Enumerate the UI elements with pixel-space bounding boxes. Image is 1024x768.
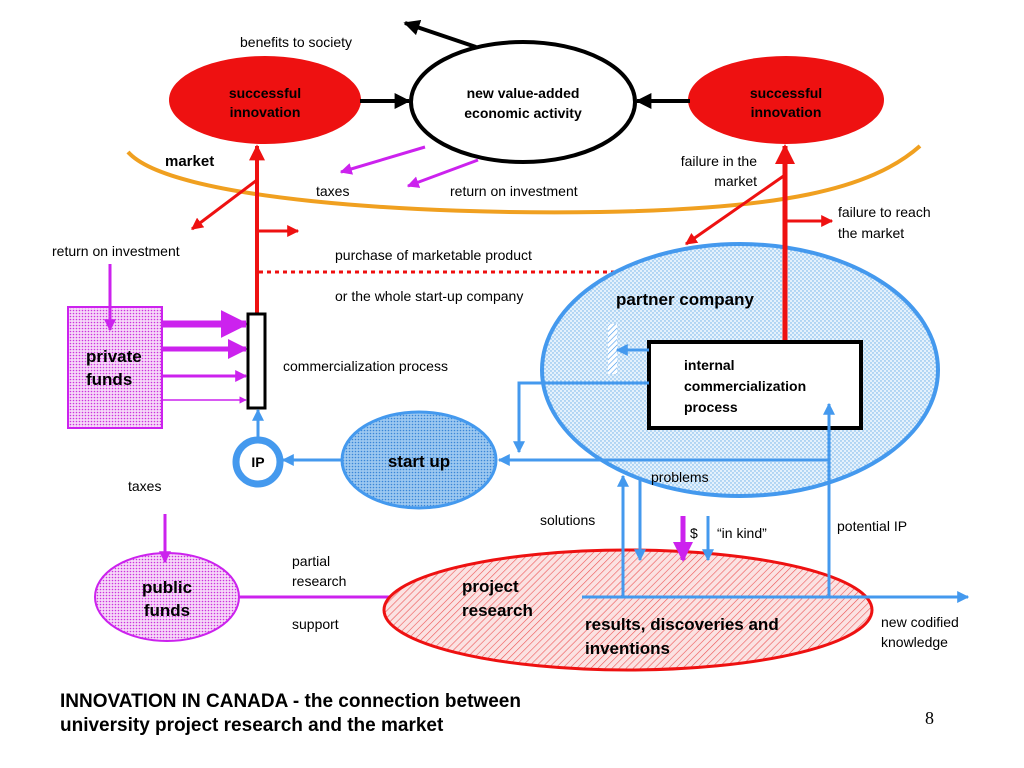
succ-left-1: successful	[229, 85, 301, 101]
private-2: funds	[86, 370, 132, 389]
slide-caption: INNOVATION IN CANADA - the connection be…	[60, 690, 660, 738]
commercialization-label: commercialization process	[283, 358, 448, 374]
caption-line-1: INNOVATION IN CANADA - the connection be…	[60, 691, 521, 712]
codified-1: new codified	[881, 614, 959, 630]
new-value-added-node	[409, 40, 637, 164]
in-kind-label: “in kind”	[717, 525, 767, 541]
taxes-left-label: taxes	[128, 478, 161, 494]
internal-to-startup-flow	[513, 381, 649, 454]
taxes-top-label: taxes	[316, 183, 349, 199]
public-1: public	[142, 578, 192, 597]
commercialization-bar	[246, 312, 267, 410]
purchase-label: purchase of marketable product	[335, 247, 532, 263]
project-1: project	[462, 577, 519, 596]
roi-left-label: return on investment	[52, 243, 180, 259]
support-label: support	[292, 616, 339, 632]
market-curve	[126, 144, 922, 215]
successful-innovation-left-node	[169, 56, 361, 144]
start-up-label: start up	[388, 452, 450, 471]
solutions-label: solutions	[540, 512, 595, 528]
private-funds-node	[67, 306, 163, 429]
codified-2: knowledge	[881, 634, 948, 650]
public-2: funds	[144, 601, 190, 620]
whole-startup-label: or the whole start-up company	[335, 288, 523, 304]
public-funds-node	[94, 552, 240, 642]
benefits-label: benefits to society	[240, 34, 352, 50]
internal-2: commercialization	[684, 378, 806, 394]
partial-2: research	[292, 573, 346, 589]
results-1: results, discoveries and	[585, 615, 779, 634]
failure-in-1: failure in the	[681, 153, 757, 169]
successful-innovation-right-node	[688, 56, 884, 144]
hatched-barrier	[608, 324, 617, 374]
failure-in-market-arrow	[685, 173, 786, 246]
nva-1: new value-added	[467, 85, 580, 101]
taxes-top-arrow	[339, 145, 426, 175]
succ-right-1: successful	[750, 85, 822, 101]
partner-company-label: partner company	[616, 290, 754, 309]
market-label: market	[165, 153, 214, 170]
results-2: inventions	[585, 639, 670, 658]
roi-left-red-arrow	[191, 178, 258, 231]
project-2: research	[462, 601, 533, 620]
ip-label: IP	[251, 454, 264, 470]
failure-reach-1: failure to reach	[838, 204, 931, 220]
internal-1: internal	[684, 357, 735, 373]
dollar-label: $	[690, 525, 698, 541]
private-1: private	[86, 347, 142, 366]
failure-reach-2: the market	[838, 225, 904, 241]
roi-top-label: return on investment	[450, 183, 578, 199]
roi-top-arrow	[406, 158, 479, 188]
problems-label: problems	[651, 469, 709, 485]
succ-right-2: innovation	[751, 104, 822, 120]
benefits-arrow	[403, 20, 477, 49]
succ-left-2: innovation	[230, 104, 301, 120]
page-number: 8	[925, 708, 934, 728]
project-research-node	[382, 548, 874, 672]
potential-ip-label: potential IP	[837, 518, 907, 534]
failure-in-2: market	[714, 173, 757, 189]
caption-line-2: university project research and the mark…	[60, 715, 444, 736]
nva-2: economic activity	[464, 105, 582, 121]
partial-1: partial	[292, 553, 330, 569]
internal-3: process	[684, 399, 738, 415]
